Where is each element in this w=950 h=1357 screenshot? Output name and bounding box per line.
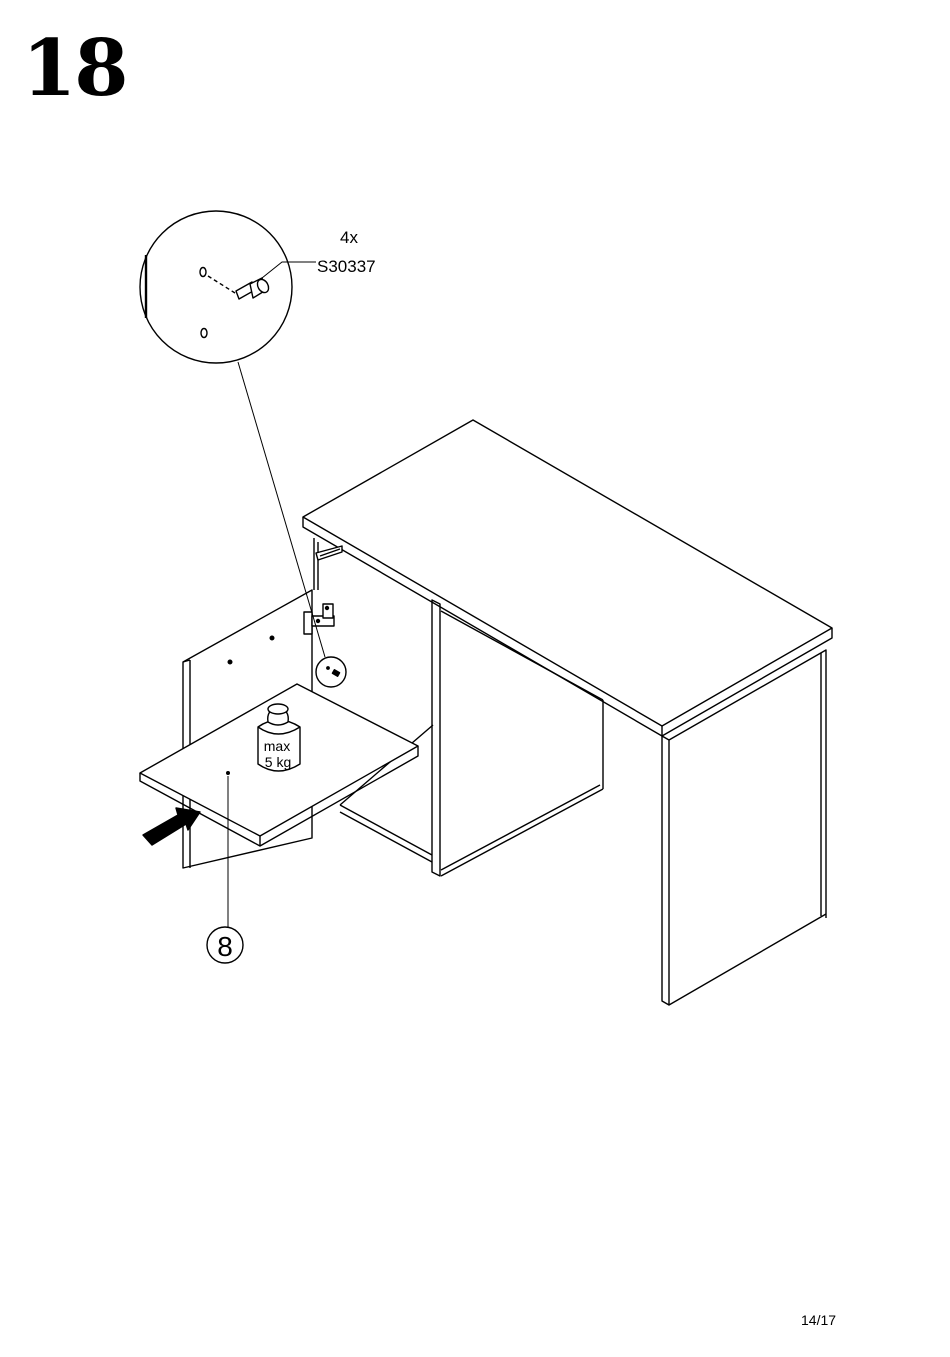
page-number: 14/17 <box>801 1312 836 1328</box>
detail-circle-small <box>316 657 346 687</box>
desk-left-leg <box>314 538 318 590</box>
load-label-value: 5 kg <box>265 754 291 770</box>
load-label-max: max <box>264 738 290 754</box>
part-number-label: 8 <box>217 931 233 962</box>
quantity-label: 4x <box>340 228 358 247</box>
zoom-detail-circle <box>140 211 316 363</box>
hinge-upper <box>316 546 342 560</box>
desk-top <box>303 420 832 736</box>
part-code-label: S30337 <box>317 257 376 276</box>
